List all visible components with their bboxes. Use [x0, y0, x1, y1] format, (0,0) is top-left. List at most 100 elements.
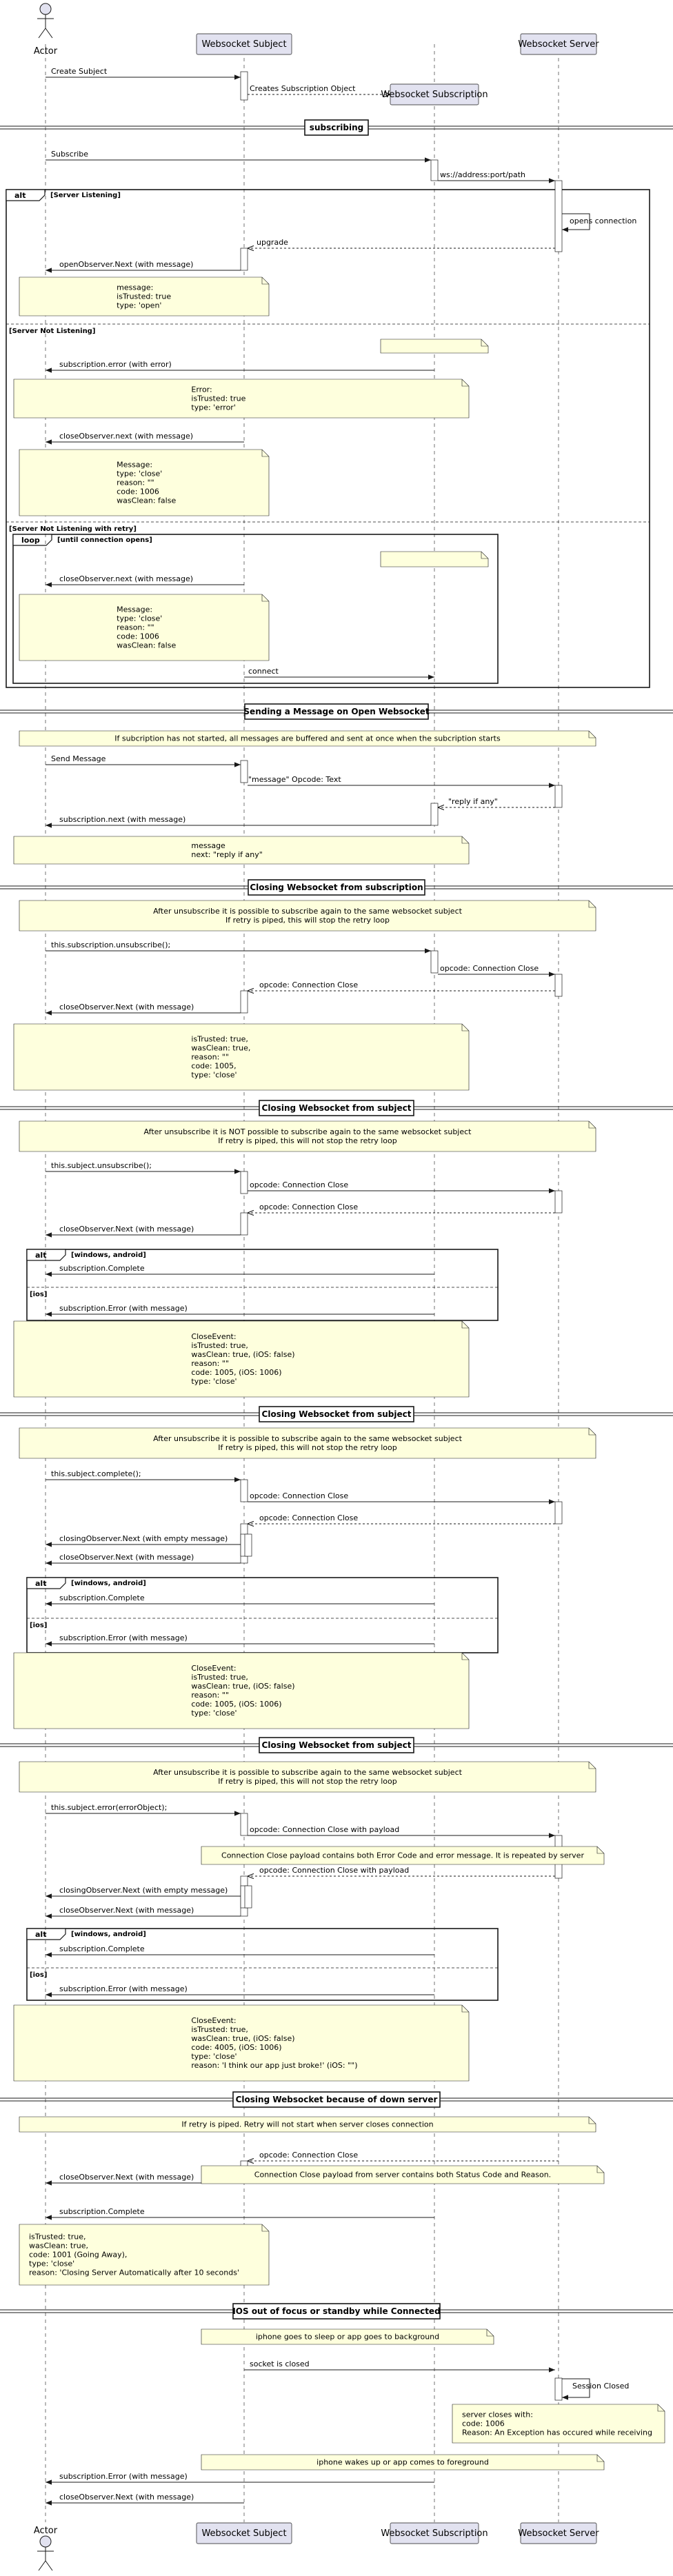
note-line: isTrusted: true, [29, 2233, 86, 2242]
frame-tab [12, 534, 52, 546]
message-label: this.subject.unsubscribe(); [51, 1161, 152, 1170]
note-line: After unsubscribe it is NOT possible to … [144, 1127, 472, 1136]
message-close-observer-5: closeObserver.Next (with message) [46, 1553, 241, 1566]
activation-bar [430, 803, 439, 826]
divider-box [248, 879, 425, 896]
message-opcode-close-1: opcode: Connection Close [438, 964, 555, 977]
note-line: code: 1005, [191, 1062, 236, 1071]
note-box [380, 339, 489, 354]
note-box [201, 1846, 605, 1865]
message-label: opcode: Connection Close with payload [250, 1825, 399, 1834]
participant-server-top: Websocket Server [518, 33, 599, 55]
note-not-started: If subcription has not started, all mess… [19, 730, 596, 747]
message-close-observer-8: closeObserver.Next (with message) [46, 2493, 244, 2506]
note-line: CloseEvent: [191, 2016, 236, 2025]
actor-leg-left [38, 2560, 46, 2571]
separator-ios-2: [ios] [27, 1618, 498, 1629]
loop-frame: loop[until connection opens] [12, 534, 499, 684]
note-box [201, 2165, 605, 2184]
note-line: Error: [191, 385, 212, 394]
message-label: closeObserver.Next (with message) [59, 1906, 194, 1915]
activation-bar [554, 1501, 563, 1525]
message-subscription-next: subscription.next (with message) [46, 815, 431, 828]
message-subject-error: this.subject.error(errorObject); [46, 1803, 241, 1816]
note-line: reason: "" [191, 1691, 229, 1700]
note-line: type: 'error' [191, 403, 235, 412]
note-line: code: 1006 [117, 487, 159, 496]
message-label: Subscribe [51, 150, 88, 159]
divider-closing-subject-1: Closing Websocket from subject [0, 1100, 673, 1116]
message-label: closingObserver.Next (with empty message… [59, 1886, 228, 1895]
note-box [13, 836, 470, 865]
activation-bar [554, 974, 563, 997]
participant-box [520, 33, 597, 55]
message-label: closeObserver.Next (with message) [59, 1225, 194, 1234]
message-label: this.subject.error(errorObject); [51, 1803, 167, 1812]
note-fold [596, 2455, 604, 2462]
note-line: type: 'close' [191, 2052, 237, 2061]
message-creates-subscription: Creates Subscription Object [248, 84, 390, 94]
divider-label: Closing Websocket from subject [262, 1103, 412, 1113]
note-close-event-2: CloseEvent:isTrusted: true,wasClean: tru… [13, 1320, 470, 1398]
note-fold [588, 900, 596, 908]
message-label: subscription.Complete [59, 1264, 145, 1273]
note-line: isTrusted: true, [191, 1035, 248, 1044]
participant-label: Websocket Server [518, 39, 599, 50]
note-fold [461, 2005, 469, 2013]
message-label: subscription.Error (with message) [59, 1304, 188, 1313]
message-subscription-error-4: subscription.Error (with message) [46, 2472, 434, 2485]
frame-box [26, 1249, 499, 1321]
note-close-message-2: Message:type: 'close'reason: ""code: 100… [19, 594, 270, 661]
message-label: subscription.error (with error) [59, 360, 172, 369]
note-fold [261, 277, 269, 285]
message-subscription-error-3: subscription.Error (with message) [46, 1984, 434, 1998]
frame-box [26, 1928, 499, 2001]
divider-box [304, 119, 369, 136]
frame-tab [26, 1249, 66, 1261]
note-iphone-wakes: iphone wakes up or app comes to foregrou… [201, 2454, 605, 2471]
frame-tab [26, 1928, 66, 1940]
self-message-arrow [562, 2378, 590, 2400]
divider-box [259, 1406, 414, 1422]
activation-bar [240, 1212, 248, 1236]
frame-tab [26, 1577, 66, 1589]
alt-frame-platform-3: alt[windows, android] [26, 1928, 499, 2001]
note-fold [461, 379, 469, 387]
message-subscription-complete-2: subscription.Complete [46, 1593, 434, 1607]
frame-condition: [windows, android] [71, 1931, 146, 1938]
note-line: Connection Close payload from server con… [254, 2171, 551, 2180]
note-box [19, 1761, 596, 1793]
actor-label: Actor [34, 2526, 58, 2536]
message-close-observer-3: closeObserver.Next (with message) [46, 1003, 241, 1016]
activation-bar [554, 180, 563, 252]
message-label: opcode: Connection Close [250, 1491, 348, 1500]
note-line: type: 'close' [191, 1071, 237, 1080]
divider-label: Closing Websocket from subject [262, 1740, 412, 1750]
note-box [19, 594, 270, 661]
activation-bar [240, 1813, 248, 1836]
actor-leg-right [45, 2560, 53, 2571]
message-ws-address: ws://address:port/path [438, 170, 555, 183]
frame-condition: [until connection opens] [57, 536, 152, 544]
participant-subscription-bottom: Websocket Subscription [381, 2522, 488, 2544]
note-server-payload: Connection Close payload from server con… [201, 2165, 605, 2184]
note-line: type: 'close' [29, 2260, 74, 2268]
note-line: type: 'close' [191, 1377, 237, 1386]
note-close-event-1: isTrusted: true,wasClean: true,reason: "… [13, 1023, 470, 1091]
note-line: code: 4005, (iOS: 1006) [191, 2043, 281, 2052]
message-close-observer-4: closeObserver.Next (with message) [46, 1225, 241, 1238]
note-line: code: 1001 (Going Away), [29, 2251, 127, 2260]
note-fold [596, 1847, 604, 1854]
message-label: closeObserver.next (with message) [59, 432, 193, 441]
message-opcode-close-7: opcode: Connection Close [248, 2151, 559, 2161]
message-label: opcode: Connection Close [250, 1180, 348, 1189]
note-line: code: 1006 [462, 2419, 505, 2428]
message-closing-observer-2: closingObserver.Next (with empty message… [46, 1886, 241, 1899]
message-open-observer: openObserver.Next (with message) [46, 260, 241, 273]
divider-ios-focus: IOS out of focus or standby while Connec… [0, 2303, 673, 2320]
note-close-event-4: CloseEvent:isTrusted: true,wasClean: tru… [13, 2004, 470, 2082]
divider-box [259, 1737, 414, 1753]
note-fold [657, 2404, 665, 2412]
note-payload: Connection Close payload contains both E… [201, 1846, 605, 1865]
